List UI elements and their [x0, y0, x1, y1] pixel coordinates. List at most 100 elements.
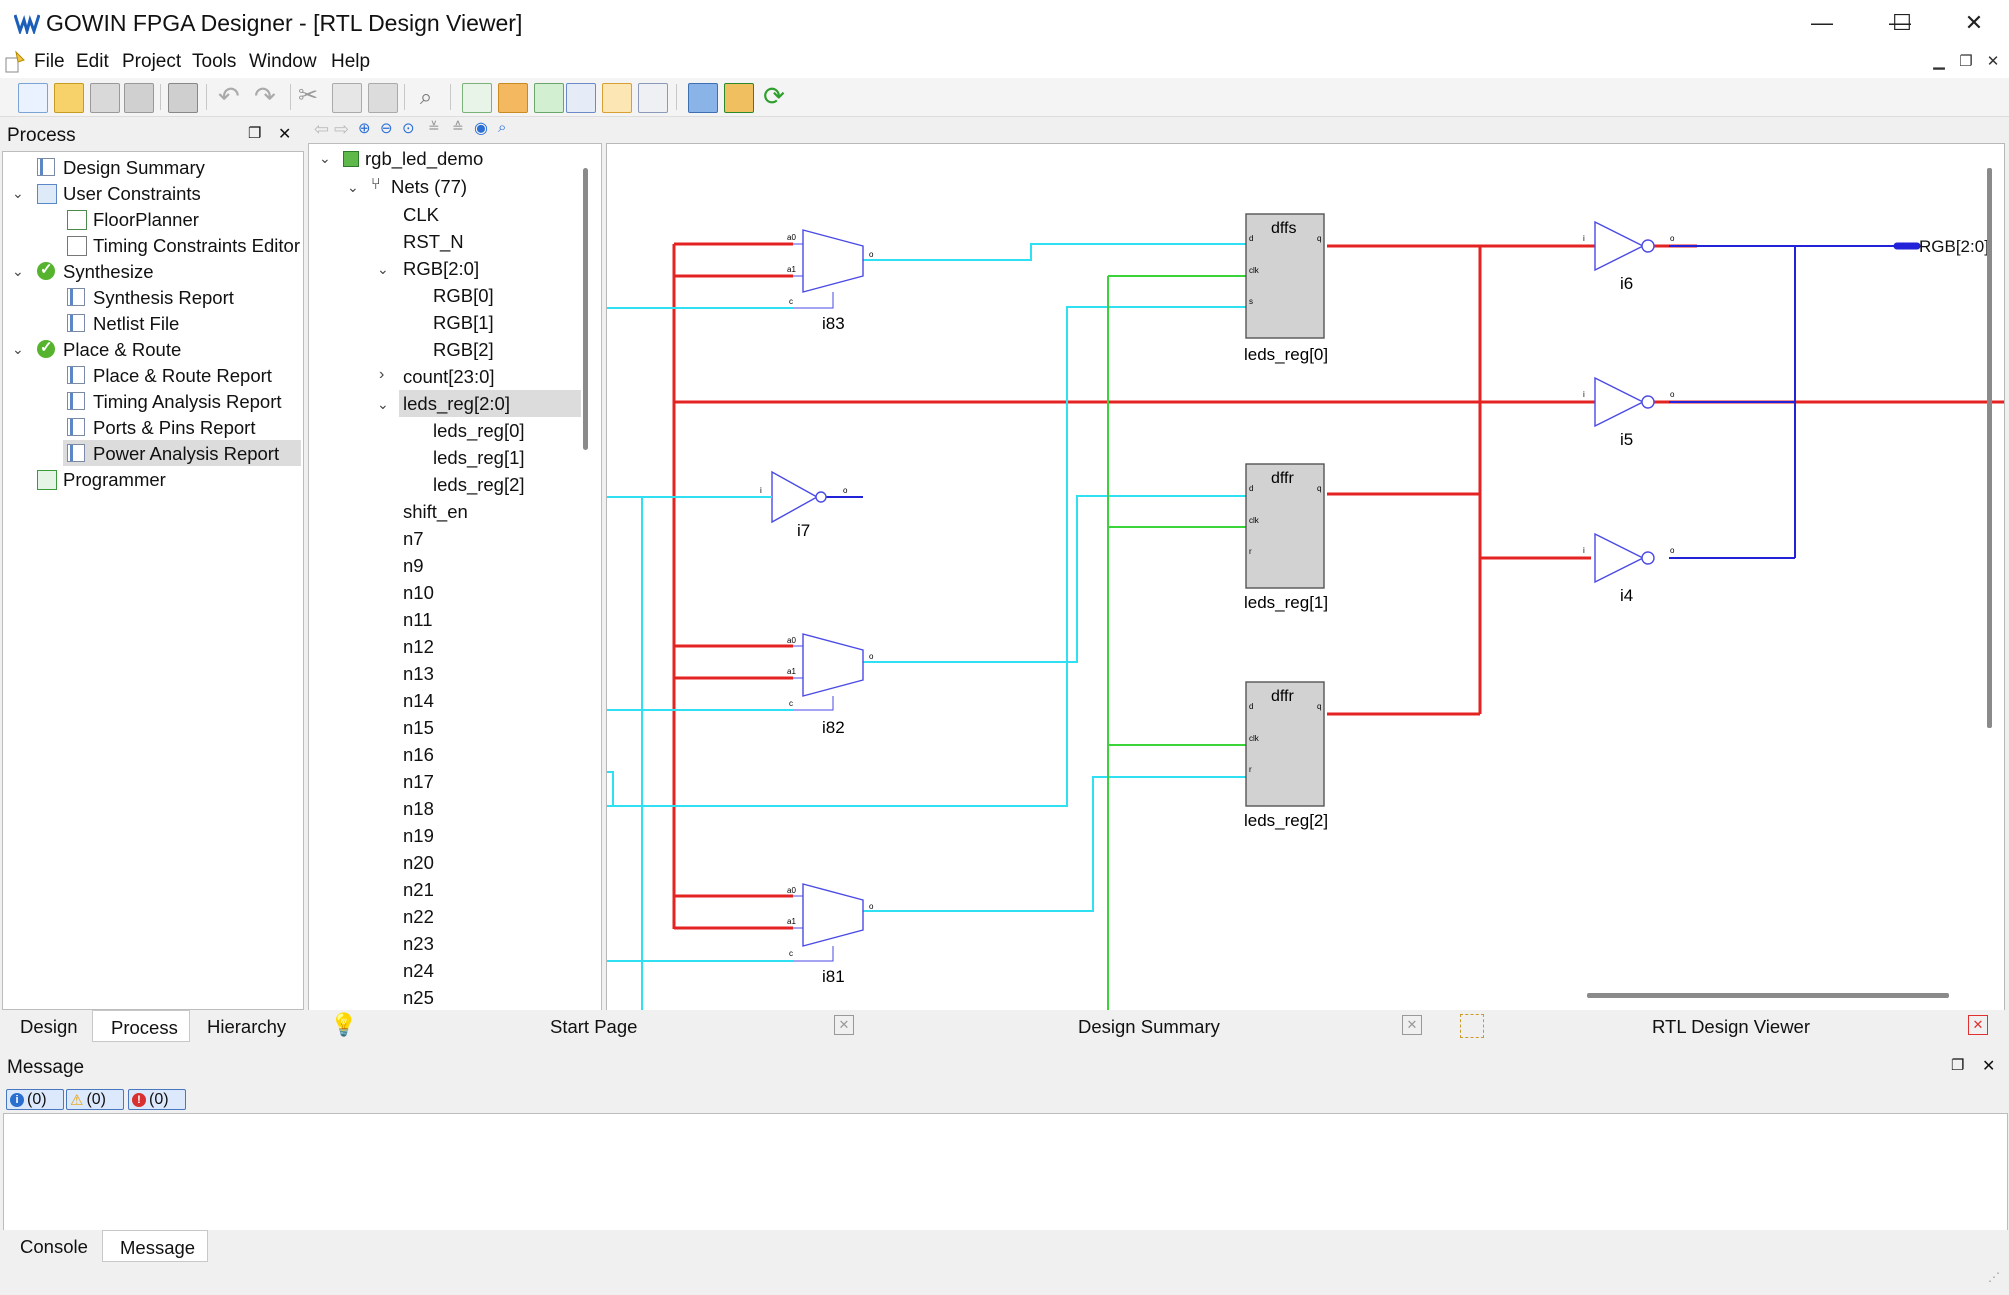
- tab-start-page[interactable]: Start Page: [550, 1016, 638, 1037]
- chevron-right-icon[interactable]: ›: [379, 366, 385, 383]
- process-item-synthesis-report[interactable]: Synthesis Report: [93, 287, 234, 308]
- cut-icon[interactable]: ✂: [298, 82, 319, 109]
- refresh-view-icon[interactable]: ◉: [474, 120, 488, 137]
- tree-nets[interactable]: Nets (77): [391, 176, 468, 197]
- rtl-viewer-icon[interactable]: [462, 83, 492, 113]
- new-file-icon[interactable]: [18, 83, 48, 113]
- tree-net-item[interactable]: n11: [403, 609, 433, 630]
- minimize-button[interactable]: —: [1889, 10, 1911, 35]
- tree-net-count[interactable]: count[23:0]: [403, 366, 495, 387]
- redo-icon[interactable]: ↷: [254, 81, 276, 111]
- expand-icon[interactable]: ≙: [452, 119, 464, 135]
- tree-root[interactable]: rgb_led_demo: [365, 148, 484, 169]
- panel-float-icon[interactable]: ❐: [248, 125, 262, 142]
- chevron-down-icon[interactable]: ⌄: [12, 263, 24, 279]
- process-item-synthesize[interactable]: Synthesize: [63, 261, 154, 282]
- tree-scrollbar[interactable]: [583, 168, 588, 450]
- tab-console[interactable]: Console: [20, 1236, 88, 1257]
- timing-tool-icon[interactable]: [638, 83, 668, 113]
- menu-help[interactable]: Help: [331, 51, 371, 72]
- tree-net-rgb1[interactable]: RGB[1]: [433, 312, 494, 333]
- process-item-timing-constraints-editor[interactable]: Timing Constraints Editor: [93, 235, 300, 256]
- menu-project[interactable]: Project: [122, 51, 182, 72]
- process-item-place-route[interactable]: Place & Route: [63, 339, 182, 360]
- chevron-down-icon[interactable]: ⌄: [377, 261, 389, 277]
- refresh-icon[interactable]: ⟳: [763, 81, 785, 111]
- tree-net-item[interactable]: n25: [403, 987, 434, 1008]
- tab-design-summary[interactable]: Design Summary: [1078, 1016, 1220, 1037]
- message-output-area[interactable]: [3, 1113, 2008, 1231]
- tree-net-item[interactable]: n19: [403, 825, 434, 846]
- table-tool-icon[interactable]: [602, 83, 632, 113]
- process-item-timing-analysis-report[interactable]: Timing Analysis Report: [93, 391, 282, 412]
- tree-net-item[interactable]: n10: [403, 582, 434, 603]
- tree-net-item[interactable]: n22: [403, 906, 434, 927]
- chevron-down-icon[interactable]: ⌄: [319, 150, 331, 166]
- process-item-design-summary[interactable]: Design Summary: [63, 157, 205, 178]
- tree-net-rgb[interactable]: RGB[2:0]: [403, 258, 480, 279]
- tree-net-clk[interactable]: CLK: [403, 204, 439, 225]
- tree-net-item[interactable]: n21: [403, 879, 434, 900]
- tree-net-leds-reg[interactable]: leds_reg[2:0]: [403, 393, 510, 414]
- menu-tools[interactable]: Tools: [192, 51, 237, 72]
- schematic-vscroll[interactable]: [1987, 168, 1992, 728]
- tab-rtl-viewer[interactable]: RTL Design Viewer: [1652, 1016, 1811, 1037]
- tree-net-rst[interactable]: RST_N: [403, 231, 464, 252]
- collapse-icon[interactable]: ≚: [428, 119, 440, 135]
- panel-close-icon[interactable]: ✕: [1982, 1058, 1996, 1075]
- error-filter-button[interactable]: !(0): [128, 1089, 186, 1110]
- forward-arrow-icon[interactable]: ⇨: [334, 119, 350, 139]
- tree-net-item[interactable]: n23: [403, 933, 434, 954]
- tree-net-item[interactable]: n14: [403, 690, 434, 711]
- menu-edit[interactable]: Edit: [76, 51, 109, 72]
- tree-net-leds-reg0[interactable]: leds_reg[0]: [433, 420, 525, 441]
- tree-net-item[interactable]: n18: [403, 798, 434, 819]
- zoom-in-icon[interactable]: ⊕: [358, 120, 371, 137]
- tree-net-shift-en[interactable]: shift_en: [403, 501, 468, 522]
- mdi-restore-button[interactable]: ❐: [1959, 53, 1973, 70]
- info-filter-button[interactable]: i(0): [6, 1089, 64, 1110]
- tree-net-rgb2[interactable]: RGB[2]: [433, 339, 494, 360]
- netlist-tool-icon[interactable]: [566, 83, 596, 113]
- tree-net-item[interactable]: n16: [403, 744, 434, 765]
- tree-net-leds-reg2[interactable]: leds_reg[2]: [433, 474, 525, 495]
- tab-design[interactable]: Design: [20, 1016, 78, 1037]
- panel-float-icon[interactable]: ❐: [1951, 1057, 1965, 1074]
- open-folder-icon[interactable]: [54, 83, 84, 113]
- menu-window[interactable]: Window: [249, 51, 317, 72]
- process-item-user-constraints[interactable]: User Constraints: [63, 183, 201, 204]
- save-all-icon[interactable]: [124, 83, 154, 113]
- ip-core-icon[interactable]: [688, 83, 718, 113]
- tree-net-rgb0[interactable]: RGB[0]: [433, 285, 494, 306]
- chevron-down-icon[interactable]: ⌄: [12, 185, 24, 201]
- find-icon[interactable]: ⌕: [419, 84, 433, 109]
- tree-net-item[interactable]: n12: [403, 636, 434, 657]
- tree-net-item[interactable]: n9: [403, 555, 424, 576]
- tree-net-item[interactable]: n20: [403, 852, 434, 873]
- synthesize-tool-icon[interactable]: [498, 83, 528, 113]
- search-icon[interactable]: ⌕: [498, 119, 507, 136]
- tree-net-item[interactable]: n13: [403, 663, 434, 684]
- zoom-fit-icon[interactable]: ⊙: [402, 120, 415, 137]
- tree-net-item[interactable]: n17: [403, 771, 434, 792]
- zoom-out-icon[interactable]: ⊖: [380, 120, 393, 137]
- warning-filter-button[interactable]: ⚠(0): [66, 1089, 124, 1110]
- process-item-netlist-file[interactable]: Netlist File: [93, 313, 180, 334]
- copy-icon[interactable]: [332, 83, 362, 113]
- undo-icon[interactable]: ↶: [218, 81, 240, 111]
- close-tab-icon[interactable]: ✕: [1402, 1015, 1422, 1035]
- tree-net-item[interactable]: n15: [403, 717, 434, 738]
- tree-net-item[interactable]: n7: [403, 528, 424, 549]
- process-item-ports-pins-report[interactable]: Ports & Pins Report: [93, 417, 256, 438]
- chevron-down-icon[interactable]: ⌄: [347, 179, 359, 195]
